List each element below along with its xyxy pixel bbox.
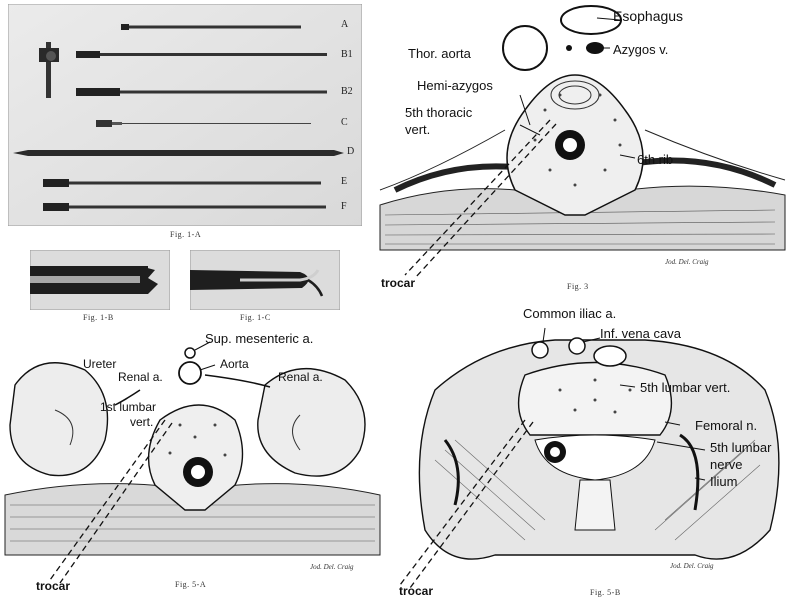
label-a: A <box>341 19 349 30</box>
fig-1c-photo <box>190 250 340 310</box>
fig-1a-photo: A B1 B2 C D E F <box>8 4 362 226</box>
trocar-label: trocar <box>381 276 416 290</box>
label-ilium: Ilium <box>710 474 738 489</box>
label-femoral-n: Femoral n. <box>695 418 758 433</box>
label-b2: B2 <box>341 86 353 97</box>
tip-closeup-b <box>30 250 170 310</box>
caption-fig-1a: Fig. 1-A <box>170 230 202 239</box>
label-f: F <box>341 201 347 212</box>
label-d: D <box>347 146 355 157</box>
label-vert: vert. <box>405 122 431 137</box>
tip-closeup-c <box>190 250 340 310</box>
caption-fig-5b: Fig. 5-B <box>590 588 621 597</box>
fig-3-thoracic-section: Esophagus Thor. aorta Azygos v. Hemi-azy… <box>375 0 800 300</box>
t-handle <box>39 42 59 98</box>
instrument-b2 <box>76 88 327 96</box>
label-renal-a-right: Renal a. <box>278 370 323 384</box>
lumbar-5-section-drawing <box>399 327 780 589</box>
label-e: E <box>341 176 348 187</box>
fig-5b-lumbar-section: Common iliac a. Inf. vena cava 5th lumba… <box>395 300 800 600</box>
artist-signature: Jod. Del. Craig <box>670 562 714 570</box>
caption-fig-3: Fig. 3 <box>567 282 589 291</box>
caption-fig-5a: Fig. 5-A <box>175 580 207 589</box>
instrument-e <box>43 179 321 187</box>
label-common-iliac: Common iliac a. <box>523 306 617 321</box>
trocar-label: trocar <box>399 584 434 598</box>
label-thor-aorta: Thor. aorta <box>408 46 471 61</box>
caption-fig-1c: Fig. 1-C <box>240 313 271 322</box>
label-esophagus: Esophagus <box>613 8 684 24</box>
thoracic-section-drawing <box>379 5 786 279</box>
label-nerve: nerve <box>710 457 743 472</box>
label-b1: B1 <box>341 49 353 60</box>
artist-signature: Jod. Del. Craig <box>665 258 709 266</box>
label-azygos: Azygos v. <box>613 42 669 57</box>
label-6th-rib: 6th rib <box>637 152 674 167</box>
caption-fig-1b: Fig. 1-B <box>83 313 114 322</box>
label-5th-lumbar-nerve: 5th lumbar <box>710 440 772 455</box>
label-lumbar-vert: vert. <box>130 415 154 429</box>
fig-5a-lumbar-section: Sup. mesenteric a. Ureter Renal a. Aorta… <box>0 325 385 600</box>
instrument-c <box>96 120 311 127</box>
instruments-illustration <box>8 4 362 226</box>
label-5th-lumbar-vert: 5th lumbar vert. <box>640 380 731 395</box>
instrument-b1 <box>76 51 327 58</box>
label-c: C <box>341 117 348 128</box>
instrument-a <box>121 24 301 30</box>
lumbar-1-section-drawing <box>4 341 381 584</box>
label-renal-a-left: Renal a. <box>118 370 163 384</box>
fig-1b-photo <box>30 250 170 310</box>
label-inf-vena-cava: Inf. vena cava <box>600 326 681 341</box>
label-hemi-azygos: Hemi-azygos <box>417 78 493 93</box>
trocar-label: trocar <box>36 579 71 593</box>
artist-signature: Jod. Del. Craig <box>310 563 354 571</box>
instrument-d <box>13 150 344 156</box>
label-aorta: Aorta <box>220 357 249 371</box>
label-5th-thoracic: 5th thoracic <box>405 105 473 120</box>
label-1st-lumbar: 1st lumbar <box>100 400 157 414</box>
label-sup-mesenteric: Sup. mesenteric a. <box>205 331 314 346</box>
label-ureter: Ureter <box>83 357 117 371</box>
instrument-f <box>43 203 326 211</box>
